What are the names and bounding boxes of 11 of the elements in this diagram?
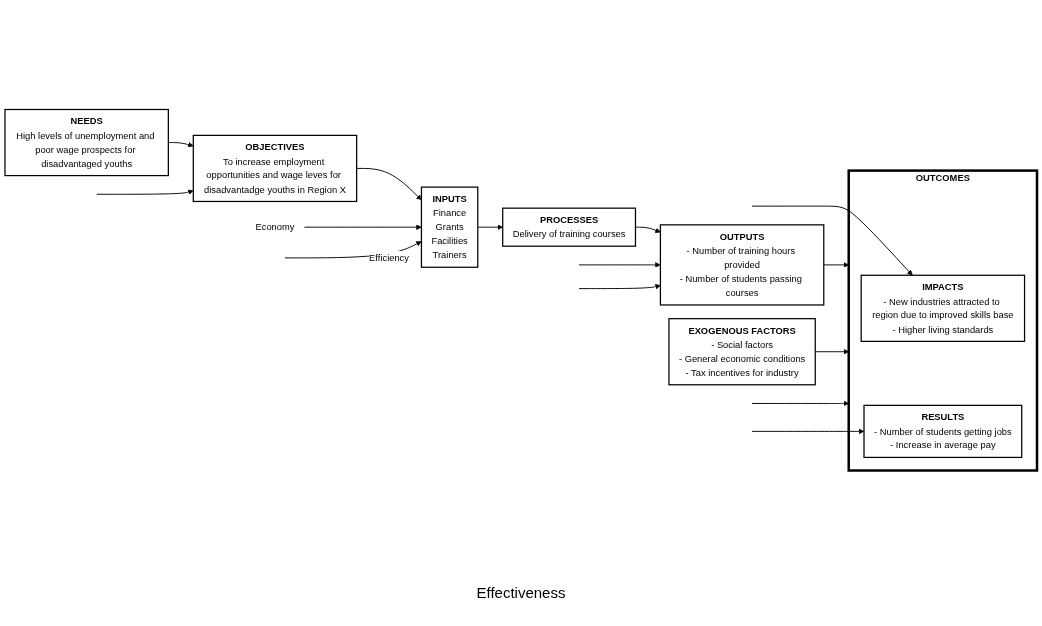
note-text: Effectiveness: [476, 584, 566, 601]
node-box: INPUTS Finance Grants Facilities Trainers: [420, 186, 479, 268]
node-box: NEEDS High levels of unemployment and poor wage prospects for disadvantaged youths: [4, 108, 169, 177]
node-box: PROCESSES Delivery of training courses: [502, 207, 637, 247]
edge-label: Efficiency: [369, 252, 409, 263]
node-box: OBJECTIVES To increase employment opportunities and wage leves for disadvantadge youths in Region X: [192, 134, 358, 203]
node-box: IMPACTS - New industries attracted to region due to improved skills base - Higher living standards: [860, 274, 1026, 342]
node-box: RESULTS - Number of students getting jobs - Increase in average pay: [863, 404, 1023, 459]
node-box: OUTPUTS - Number of training hours provided - Number of students passing courses: [659, 224, 825, 306]
node-box: EXOGENOUS FACTORS - Social factors - General economic conditions - Tax incentives for industry: [668, 318, 816, 386]
node-text: Economy: [255, 221, 295, 233]
